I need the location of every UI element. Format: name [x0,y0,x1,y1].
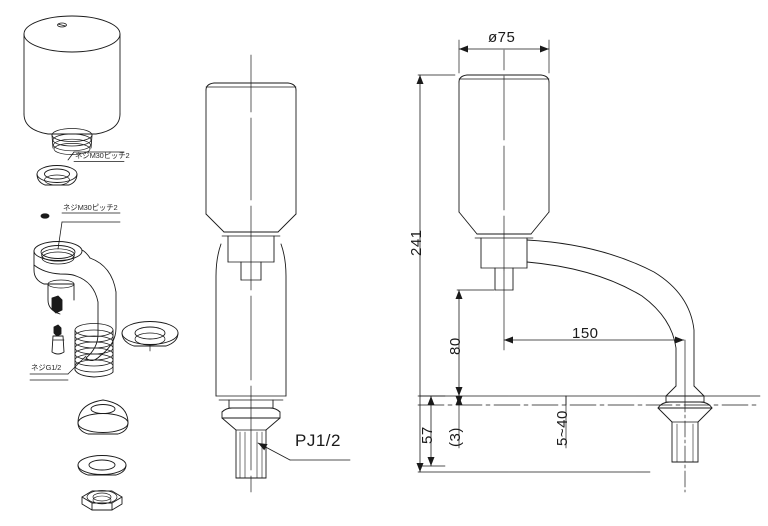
dim-spout-height [455,289,495,397]
exploded-flat-gasket [77,455,127,476]
label-thread-body: ネジM30ピッチ2 [63,203,118,212]
deck-reference-lines [417,395,761,406]
dim-label-spout-reach: 150 [572,325,599,342]
dim-label-deck-thickness: 5~40 [554,410,571,446]
exploded-flat-washer-large [121,321,179,352]
exploded-lock-nut [81,490,123,511]
dim-label-spout-height: 80 [447,337,464,355]
dim-label-below-deck: 57 [419,426,436,444]
dim-total-height [416,74,651,473]
dim-cap-diameter [458,39,550,74]
leader-thread-shank [29,355,87,381]
leader-inlet-thread [257,442,351,461]
exploded-faucet-body [33,241,117,378]
exploded-small-parts [51,295,65,355]
leader-thread-body [40,212,121,250]
label-inlet-thread: PJ1/2 [295,431,341,450]
dim-label-total-height: 241 [408,229,425,256]
dim-below-deck [419,395,446,467]
dim-label-cap-diameter: ø75 [488,29,516,46]
exploded-dome-cover [77,399,129,435]
leader-thread-cartridge [67,151,125,162]
front-view-geometry [205,54,297,493]
label-thread-shank: ネジG1/2 [31,363,62,372]
side-view-geometry [458,49,713,493]
dim-spout-reach [503,269,686,397]
dim-label-deck-gap: (3) [447,427,464,447]
label-thread-cartridge: ネジM30ピッチ2 [75,151,130,160]
